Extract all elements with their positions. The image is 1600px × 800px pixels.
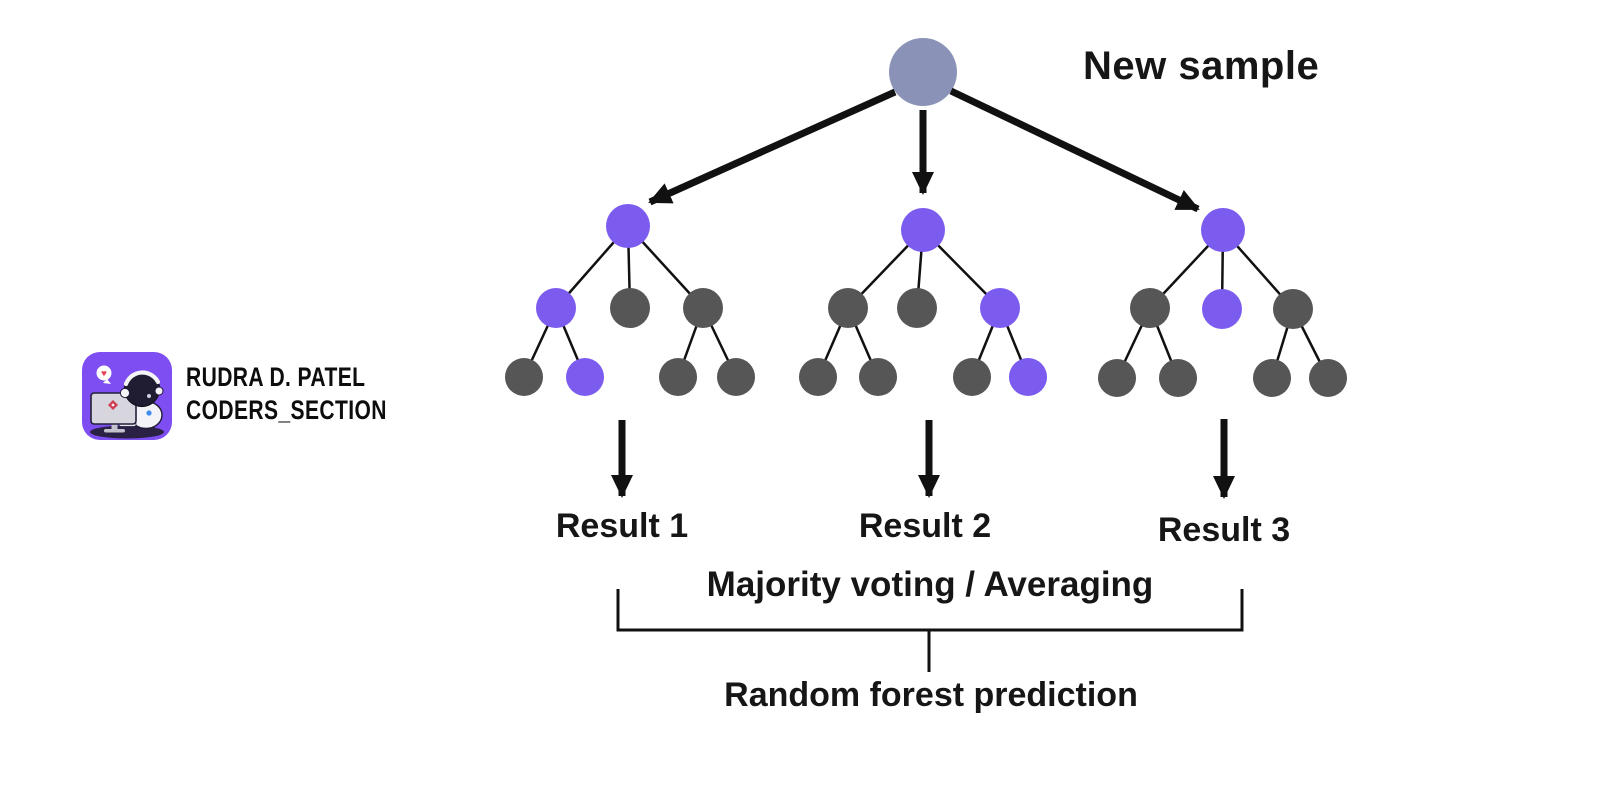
majority-voting-label: Majority voting / Averaging — [706, 565, 1154, 604]
result-3-label: Result 3 — [1157, 511, 1291, 549]
arrow-sample-to-tree3 — [949, 87, 1200, 213]
node-t2-m2 — [897, 288, 937, 328]
node-t1-l2 — [566, 358, 604, 396]
helmet-earpiece-left — [119, 387, 131, 399]
heart-bubble-tail — [103, 379, 111, 384]
node-sample — [889, 38, 957, 106]
node-t1-root — [606, 204, 650, 248]
helmet-glint — [147, 394, 151, 398]
heart-icon: ♥ — [101, 369, 107, 380]
astronaut-chest-light — [146, 410, 152, 416]
node-t2-l1 — [799, 358, 837, 396]
node-t3-l3 — [1253, 359, 1291, 397]
new-sample-label: New sample — [1083, 44, 1320, 88]
monitor-base — [104, 429, 125, 433]
node-t3-l1 — [1098, 359, 1136, 397]
brand-handle: CODERS_SECTION — [186, 395, 387, 425]
node-t1-l4 — [717, 358, 755, 396]
node-t1-m3 — [683, 288, 723, 328]
node-t2-l3 — [953, 358, 991, 396]
brand-text: RUDRA D. PATEL CODERS_SECTION — [186, 361, 387, 427]
result-2-label: Result 2 — [858, 507, 992, 545]
random-forest-prediction-label: Random forest prediction — [724, 676, 1138, 714]
helmet-rim — [123, 370, 161, 387]
node-t2-m3 — [980, 288, 1020, 328]
rocket-icon-window — [111, 403, 115, 407]
monitor-stand — [111, 422, 118, 430]
brand-name: RUDRA D. PATEL — [186, 362, 366, 392]
node-t1-m1 — [536, 288, 576, 328]
node-t2-root — [901, 208, 945, 252]
node-t1-l1 — [505, 358, 543, 396]
node-t3-l4 — [1309, 359, 1347, 397]
node-t3-m2 — [1202, 289, 1242, 329]
node-t3-m1 — [1130, 288, 1170, 328]
node-t1-m2 — [610, 288, 650, 328]
heart-bubble — [96, 365, 112, 381]
node-t1-l3 — [659, 358, 697, 396]
node-t3-root — [1201, 208, 1245, 252]
node-t2-m1 — [828, 288, 868, 328]
coders-section-logo: ♥ — [82, 352, 172, 440]
helmet-earpiece-right — [154, 386, 164, 396]
result-1-label: Result 1 — [555, 507, 689, 545]
node-t3-l2 — [1159, 359, 1197, 397]
node-t2-l4 — [1009, 358, 1047, 396]
arrow-sample-to-tree1 — [648, 88, 897, 206]
node-t3-m3 — [1273, 289, 1313, 329]
node-t2-l2 — [859, 358, 897, 396]
